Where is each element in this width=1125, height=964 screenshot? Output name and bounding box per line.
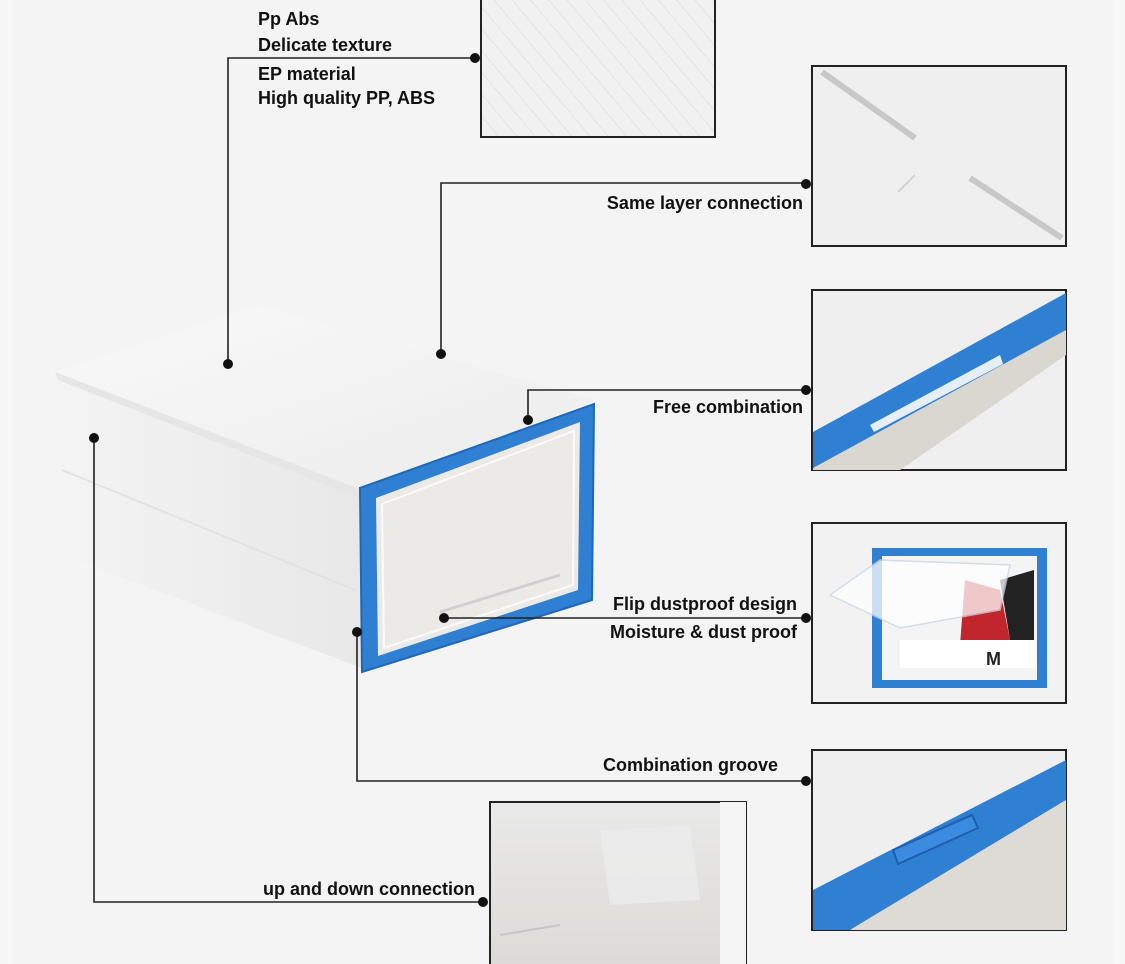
thumb-same-layer [811, 65, 1067, 247]
label-same-layer-connection: Same layer connection [606, 193, 803, 213]
material-line-4: High quality PP, ABS [258, 88, 436, 108]
clear-door [376, 422, 580, 656]
label-free-combination: Free combination [652, 397, 803, 417]
material-line-1: Pp Abs [258, 9, 320, 29]
thumb-material [480, 0, 716, 138]
material-line-3: EP material [258, 64, 356, 84]
material-line-2: Delicate texture [258, 35, 393, 55]
thumb-free-combination [811, 289, 1067, 471]
label-up-down-connection: up and down connection [263, 879, 475, 899]
label-combination-groove: Combination groove [603, 755, 778, 775]
thumb-flip-dustproof [811, 522, 1067, 704]
thumb-box-label-m: M [986, 649, 1001, 669]
label-flip-dustproof: Flip dustproof design [613, 594, 797, 614]
shoe-box [55, 305, 596, 674]
thumb-combination-groove [811, 749, 1067, 931]
label-moisture-dust: Moisture & dust proof [610, 622, 797, 642]
leader-dots [89, 53, 811, 907]
thumb-up-down-connection [489, 801, 747, 964]
leader-lines [93, 57, 806, 903]
